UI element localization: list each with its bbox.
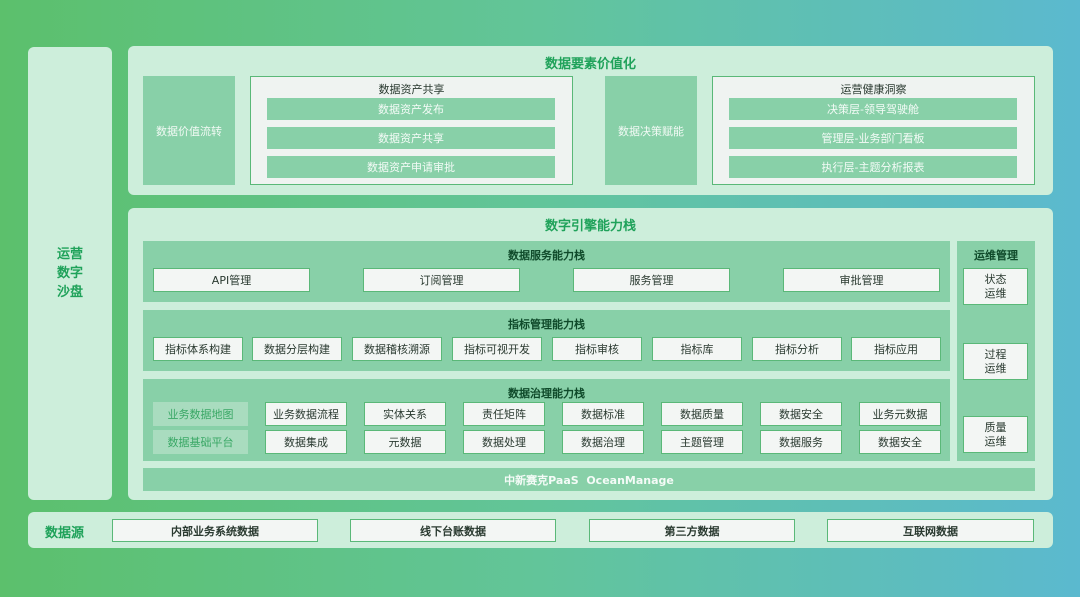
service-item[interactable]: API管理	[153, 268, 310, 292]
metrics-item[interactable]: 指标可视开发	[452, 337, 542, 361]
ops-item-line: 运维	[984, 286, 1007, 300]
sharing-item[interactable]: 数据资产发布	[267, 98, 555, 120]
sandbox-title-line: 沙盘	[56, 285, 83, 300]
sharing-item[interactable]: 数据资产共享	[267, 127, 555, 149]
source-item[interactable]: 互联网数据	[827, 519, 1034, 542]
health-item[interactable]: 执行层-主题分析报表	[729, 156, 1017, 178]
sources-label: 数据源	[45, 526, 85, 541]
stack-title: 数据治理能力栈	[508, 387, 585, 400]
health-insight-box: 运营健康洞察 决策层-领导驾驶舱 管理层-业务部门看板 执行层-主题分析报表	[712, 76, 1035, 185]
metrics-item[interactable]: 指标库	[652, 337, 742, 361]
value-circulation-box: 数据价值流转	[143, 76, 235, 185]
ops-item-quality[interactable]: 质量运维	[963, 416, 1028, 453]
metrics-item[interactable]: 数据分层构建	[252, 337, 342, 361]
governance-item[interactable]: 实体关系	[364, 402, 446, 426]
metrics-item[interactable]: 数据稽核溯源	[352, 337, 442, 361]
governance-stack: 数据治理能力栈 业务数据地图 数据基础平台 业务数据流程 实体关系 责任矩阵 数…	[143, 379, 950, 461]
governance-item[interactable]: 数据处理	[463, 430, 545, 454]
service-stack: 数据服务能力栈 API管理 订阅管理 服务管理 审批管理	[143, 241, 950, 302]
source-item[interactable]: 第三方数据	[589, 519, 795, 542]
data-sources-panel: 数据源 内部业务系统数据 线下台账数据 第三方数据 互联网数据	[28, 512, 1053, 548]
governance-item[interactable]: 数据服务	[760, 430, 842, 454]
ops-item-line: 状态	[984, 272, 1007, 286]
health-item[interactable]: 管理层-业务部门看板	[729, 127, 1017, 149]
governance-item[interactable]: 元数据	[364, 430, 446, 454]
engine-panel: 数字引擎能力栈 数据服务能力栈 API管理 订阅管理 服务管理 审批管理 指标管…	[128, 208, 1053, 500]
ops-item-line: 运维	[984, 361, 1007, 375]
stack-title: 数据服务能力栈	[508, 249, 585, 262]
governance-item[interactable]: 数据集成	[265, 430, 347, 454]
governance-item[interactable]: 数据安全	[859, 430, 941, 454]
stack-title: 指标管理能力栈	[508, 318, 585, 331]
governance-item[interactable]: 责任矩阵	[463, 402, 545, 426]
ops-item-line: 运维	[984, 434, 1007, 448]
ops-item-status[interactable]: 状态运维	[963, 268, 1028, 305]
governance-item[interactable]: 业务数据流程	[265, 402, 347, 426]
decision-box: 数据决策赋能	[605, 76, 697, 185]
ops-item-process[interactable]: 过程运维	[963, 343, 1028, 380]
sharing-item[interactable]: 数据资产申请审批	[267, 156, 555, 178]
source-item[interactable]: 内部业务系统数据	[112, 519, 318, 542]
operations-sandbox-panel: 运营 数字 沙盘	[28, 47, 112, 500]
stack-title: 运维管理	[974, 249, 1018, 262]
governance-item[interactable]: 数据治理	[562, 430, 644, 454]
metrics-item[interactable]: 指标体系构建	[153, 337, 243, 361]
metrics-item[interactable]: 指标审核	[552, 337, 642, 361]
box-title: 运营健康洞察	[840, 83, 907, 96]
governance-item[interactable]: 业务元数据	[859, 402, 941, 426]
sandbox-title-line: 数字	[56, 266, 83, 281]
metrics-item[interactable]: 指标分析	[752, 337, 842, 361]
governance-row-label: 业务数据地图	[153, 402, 248, 426]
governance-item[interactable]: 数据安全	[760, 402, 842, 426]
metrics-item[interactable]: 指标应用	[851, 337, 941, 361]
ops-item-line: 质量	[984, 420, 1007, 434]
governance-item[interactable]: 数据质量	[661, 402, 743, 426]
ops-item-line: 过程	[984, 347, 1007, 361]
service-item[interactable]: 审批管理	[783, 268, 940, 292]
governance-item[interactable]: 主题管理	[661, 430, 743, 454]
panel-title: 数据要素价值化	[544, 57, 636, 72]
service-item[interactable]: 订阅管理	[363, 268, 520, 292]
sandbox-title-line: 运营	[56, 247, 83, 262]
paas-bar: 中新赛克PaaS OceanManage	[143, 468, 1035, 491]
metrics-stack: 指标管理能力栈 指标体系构建 数据分层构建 数据稽核溯源 指标可视开发 指标审核…	[143, 310, 950, 371]
service-item[interactable]: 服务管理	[573, 268, 730, 292]
source-item[interactable]: 线下台账数据	[350, 519, 556, 542]
health-item[interactable]: 决策层-领导驾驶舱	[729, 98, 1017, 120]
governance-row-label: 数据基础平台	[153, 430, 248, 454]
ops-stack: 运维管理 状态运维 过程运维 质量运维	[957, 241, 1035, 461]
box-title: 数据资产共享	[378, 83, 445, 96]
panel-title: 数字引擎能力栈	[544, 219, 636, 234]
governance-item[interactable]: 数据标准	[562, 402, 644, 426]
asset-sharing-box: 数据资产共享 数据资产发布 数据资产共享 数据资产申请审批	[250, 76, 573, 185]
data-value-panel: 数据要素价值化 数据价值流转 数据资产共享 数据资产发布 数据资产共享 数据资产…	[128, 46, 1053, 195]
